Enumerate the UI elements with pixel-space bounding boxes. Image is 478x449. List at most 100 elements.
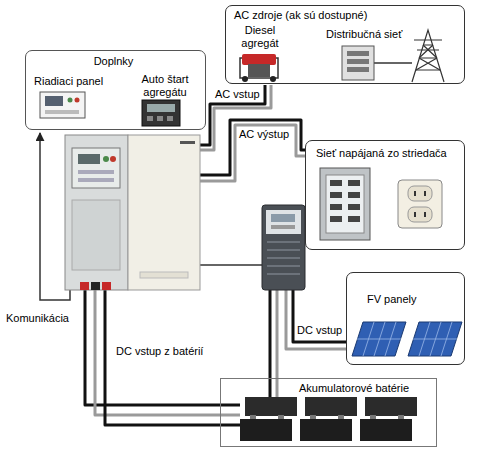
inverter-charger-part — [78, 170, 114, 174]
auto-start-device-part — [157, 116, 163, 121]
component-label: Auto štart agregátu — [134, 73, 196, 99]
inverter-charger-part — [78, 154, 100, 164]
battery-bank-part — [278, 415, 284, 419]
pv-dc-wire-part — [293, 290, 346, 342]
solar-panels-part — [408, 322, 462, 356]
breaker-panel-part — [330, 180, 342, 186]
power-pylon-part — [414, 40, 442, 50]
solar-panels-part — [413, 322, 457, 356]
box-title: AC zdroje (ak sú dostupné) — [234, 9, 367, 22]
grid-line — [374, 62, 412, 64]
charge-controller-part — [266, 210, 301, 234]
power-outlet-part — [414, 191, 416, 196]
battery-bank-part — [365, 397, 417, 416]
pv-dc-wire-part — [286, 290, 346, 349]
distribution-panel-part — [347, 67, 369, 72]
battery-bank-part — [398, 415, 404, 419]
wire-label: Komunikácia — [5, 312, 70, 325]
inverter-grid-box: Sieť napájaná zo striedača — [305, 140, 465, 250]
pv-box: FV panely — [346, 272, 465, 365]
wire-label: DC vstup z batérií — [115, 345, 204, 358]
diesel-generator-part — [270, 76, 276, 82]
charge-controller-part — [267, 242, 300, 274]
ac-output-wire — [200, 120, 305, 181]
control-panel-device-part — [75, 98, 80, 103]
power-pylon-part — [412, 30, 444, 82]
breaker-panel-part — [348, 204, 360, 210]
control-panel-device-part — [68, 98, 73, 103]
inverter-charger-part — [128, 135, 200, 290]
control-panel-device-part — [45, 110, 79, 114]
power-outlet-part — [424, 212, 426, 217]
box-title: Doplnky — [26, 55, 201, 68]
auto-start-device-part — [142, 100, 180, 126]
diesel-generator-part — [242, 76, 248, 82]
power-outlet-part — [398, 180, 442, 228]
controller-battery-wire-part — [269, 290, 272, 398]
wire-label: AC vstup — [214, 88, 261, 101]
battery-bank-part — [250, 415, 256, 419]
battery-bank-part — [360, 419, 412, 441]
wire-label: DC vstup — [296, 324, 343, 337]
component-label: Distribučná sieť — [326, 28, 402, 41]
auto-start-device-part — [167, 116, 173, 121]
breaker-panel-part — [348, 216, 360, 222]
control-panel-device — [40, 92, 85, 118]
diesel-generator — [240, 54, 278, 82]
auto-start-device — [142, 100, 180, 126]
power-outlet-part — [424, 191, 426, 196]
breaker-panel-part — [348, 180, 360, 186]
component-label: Riadiaci panel — [34, 75, 103, 88]
grid-line-part — [374, 62, 412, 64]
auto-start-device-part — [147, 116, 153, 121]
inverter-charger-part — [78, 178, 114, 182]
breaker-panel-part — [330, 204, 342, 210]
breaker-panel — [320, 168, 370, 240]
controller-battery-wire-part — [276, 290, 279, 398]
charge-controller-part — [271, 214, 295, 222]
component-label: Diesel agregát — [236, 24, 284, 50]
accessories-box: DoplnkyRiadiaci panel Auto štart agregátu — [25, 50, 206, 130]
auto-start-device-part — [147, 104, 175, 112]
box-title: Sieť napájaná zo striedača — [316, 147, 447, 160]
power-pylon-part — [416, 45, 440, 70]
distribution-panel-part — [347, 59, 369, 64]
battery-dc-wire-part — [95, 290, 240, 415]
inverter-charger-part — [72, 200, 120, 270]
inverter-charger-part — [102, 282, 111, 290]
breaker-panel-part — [330, 216, 342, 222]
battery-bank-part — [300, 419, 352, 441]
ac-output-wire-part — [200, 120, 305, 175]
breaker-panel-part — [326, 175, 364, 233]
battery-bank — [240, 397, 417, 441]
charge-controller-part — [271, 225, 295, 229]
battery-bank-part — [370, 415, 376, 419]
battery-bank-part — [245, 397, 297, 416]
battery-bank-part — [310, 415, 316, 419]
inverter-charger-part — [80, 282, 89, 290]
breaker-panel-part — [330, 192, 342, 198]
wire-label: AC výstup — [238, 128, 290, 141]
solar-panels-part — [357, 322, 401, 356]
charge-controller-part — [262, 205, 305, 290]
power-outlet-part — [408, 207, 432, 222]
breaker-panel-part — [320, 168, 370, 240]
power-outlet — [398, 180, 442, 228]
communication-wire-part — [200, 264, 262, 266]
inverter-charger — [65, 135, 200, 290]
communication-wire — [40, 133, 262, 300]
power-pylon — [412, 30, 444, 82]
power-outlet-part — [408, 186, 432, 201]
control-panel-device-part — [45, 96, 63, 106]
inverter-charger-part — [65, 135, 128, 290]
charge-controller — [262, 205, 305, 290]
diesel-generator-part — [242, 54, 276, 65]
breaker-panel-part — [348, 192, 360, 198]
battery-bank-part — [338, 415, 344, 419]
pv-dc-wire — [286, 290, 346, 349]
battery-bank-part — [240, 419, 292, 441]
solar-panels-part — [352, 322, 406, 356]
inverter-charger-part — [180, 141, 195, 144]
ac-output-wire-part — [200, 125, 305, 181]
